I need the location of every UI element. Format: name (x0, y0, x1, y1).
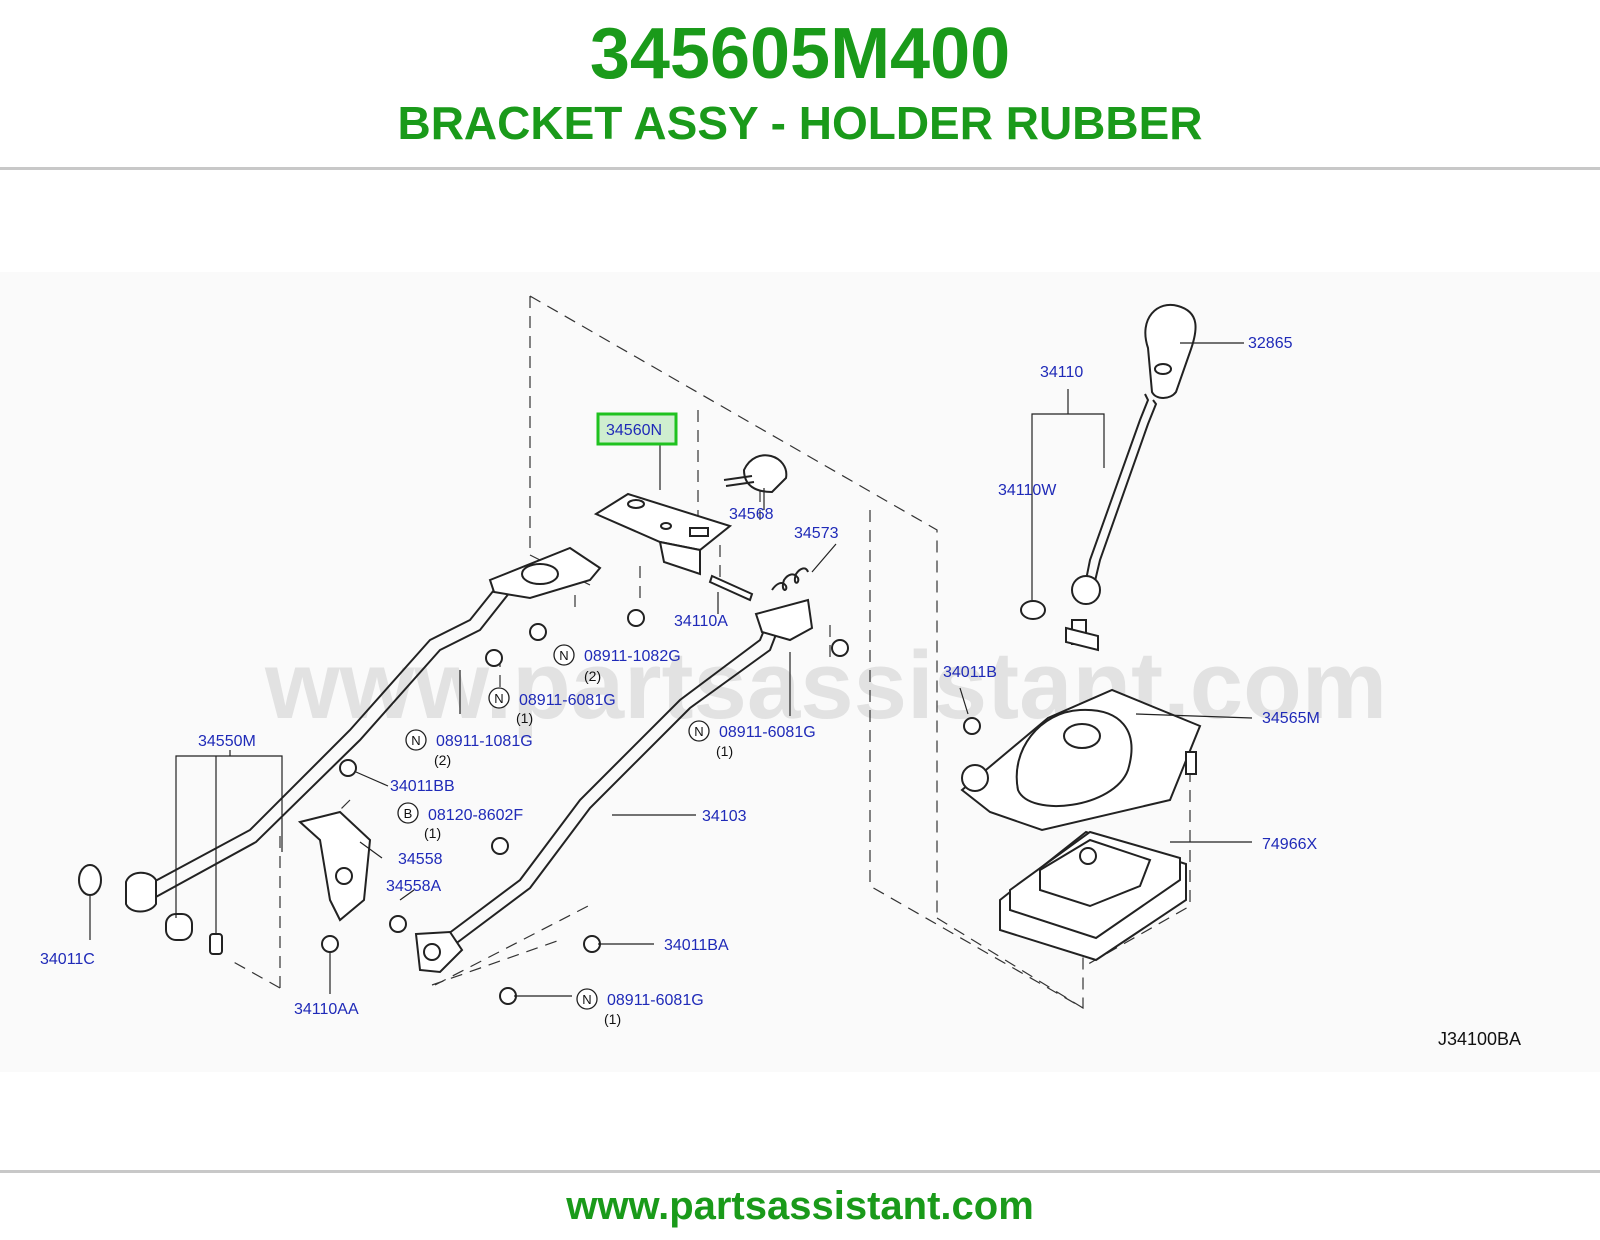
shift-lever (1020, 393, 1158, 652)
rod-bracket (297, 810, 372, 922)
pin-small (209, 933, 223, 955)
callout-08911-1082G[interactable]: 08911-1082G (584, 648, 681, 665)
callout-34568[interactable]: 34568 (729, 506, 774, 523)
callout-08911-1081G[interactable]: 08911-1081G (436, 733, 533, 750)
qty-08120-8602F: (1) (424, 825, 441, 841)
callout-34110A[interactable]: 34110A (674, 613, 728, 630)
shifter-housing (960, 688, 1202, 832)
drawing-code: J34100BA (1438, 1029, 1521, 1049)
callout-34011BB[interactable]: 34011BB (390, 778, 455, 795)
footer-divider (0, 1170, 1600, 1173)
qty-08911-1082G: (2) (584, 668, 601, 684)
circle-marker-B (397, 802, 419, 824)
callout-32865[interactable]: 32865 (1248, 335, 1293, 352)
callout-34558A[interactable]: 34558A (386, 878, 441, 895)
part-number-title: 345605M400 (589, 14, 1011, 94)
callout-34110W[interactable]: 34110W (998, 482, 1057, 499)
callout-34011C[interactable]: 34011C (40, 951, 95, 968)
circle-marker-N (488, 687, 510, 709)
shift-rod-lower (414, 598, 814, 974)
return-spring (771, 567, 809, 591)
shifter-boot (999, 830, 1187, 962)
bracket-assy-holder-rubber (593, 492, 733, 576)
highlight-box-34560N (596, 412, 678, 446)
nut-fasteners (321, 609, 981, 1005)
callout-34560N[interactable]: 34560N (606, 422, 662, 439)
callout-08911-6081G-c[interactable]: 08911-6081G (607, 992, 704, 1009)
leader-lines (89, 342, 1253, 997)
marker-letter: N (411, 733, 420, 748)
callout-74966X[interactable]: 74966X (1262, 836, 1317, 853)
header-divider (0, 167, 1600, 170)
pin-part (723, 454, 788, 494)
qty-08911-6081G-b: (1) (716, 743, 733, 759)
callout-34565M[interactable]: 34565M (1262, 710, 1320, 727)
shift-knob (1144, 303, 1197, 399)
marker-letter: N (694, 724, 703, 739)
callout-34011B[interactable]: 34011B (943, 664, 997, 681)
bushing (165, 913, 193, 941)
callout-34103[interactable]: 34103 (702, 808, 747, 825)
qty-08911-6081G-a: (1) (516, 710, 533, 726)
callout-34573[interactable]: 34573 (794, 525, 839, 542)
callout-08120-8602F[interactable]: 08120-8602F (428, 807, 523, 824)
circle-marker-N (553, 644, 575, 666)
diagram-panel (0, 272, 1600, 1072)
bolt-34110A (708, 574, 754, 602)
callout-34558[interactable]: 34558 (398, 851, 443, 868)
marker-letter: N (559, 648, 568, 663)
marker-letter: N (582, 992, 591, 1007)
marker-letter: B (404, 806, 413, 821)
circle-marker-N (576, 988, 598, 1010)
callout-34110[interactable]: 34110 (1040, 364, 1083, 381)
marker-letter: N (494, 691, 503, 706)
circle-marker-N (688, 720, 710, 742)
callout-08911-6081G-b[interactable]: 08911-6081G (719, 724, 816, 741)
rod-bracket-hole (335, 867, 353, 885)
qty-08911-1081G: (2) (434, 752, 451, 768)
callout-08911-6081G-a[interactable]: 08911-6081G (519, 692, 616, 709)
grommet-34011C (78, 864, 102, 896)
circle-marker-N (405, 729, 427, 751)
footer-website-link[interactable]: www.partsassistant.com (566, 1184, 1034, 1228)
watermark-text: www.partsassistant.com (264, 632, 1387, 739)
shift-rod-upper (125, 546, 602, 913)
callout-34011BA[interactable]: 34011BA (664, 937, 729, 954)
dashed-housing-outline (229, 295, 1191, 1010)
qty-08911-6081G-c: (1) (604, 1011, 621, 1027)
part-name-subtitle: BRACKET ASSY - HOLDER RUBBER (397, 97, 1203, 149)
callout-34110AA[interactable]: 34110AA (294, 1001, 359, 1018)
callout-34550M[interactable]: 34550M (198, 733, 256, 750)
